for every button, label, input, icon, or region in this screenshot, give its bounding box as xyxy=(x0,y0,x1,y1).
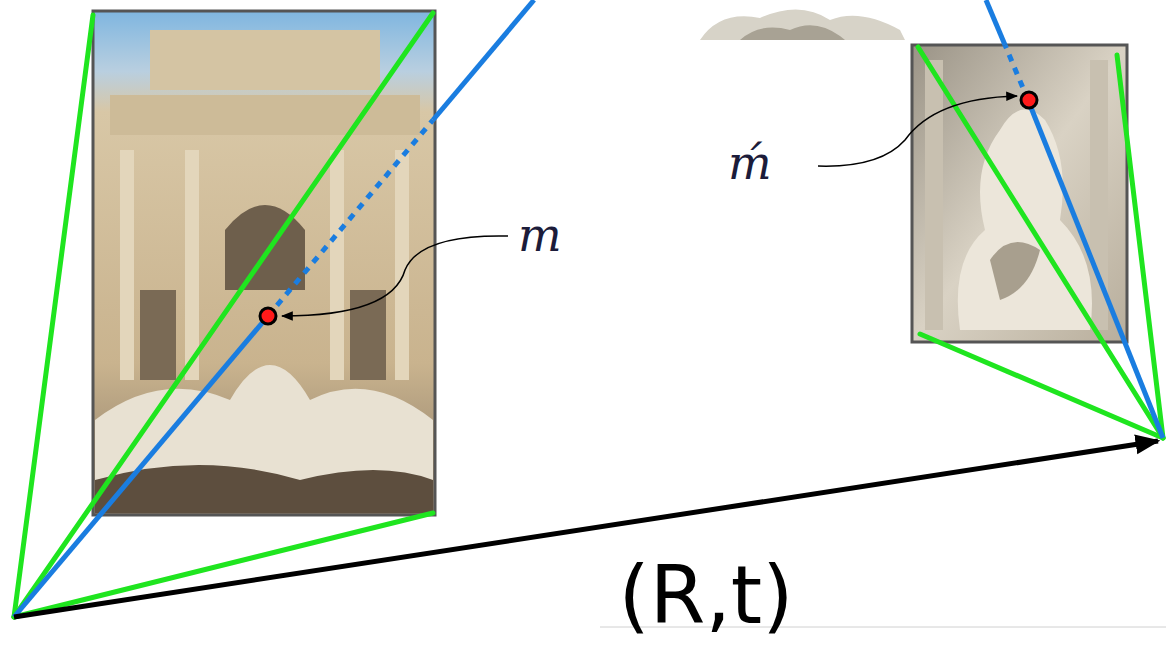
leader-line xyxy=(282,236,508,316)
right-ray xyxy=(986,0,1163,438)
left-ray xyxy=(14,0,534,617)
point-label: m xyxy=(518,212,562,258)
point-label: ḿ xyxy=(728,140,772,186)
image-point xyxy=(1021,92,1037,108)
left-frustum xyxy=(14,13,433,617)
baseline-arrow xyxy=(14,441,1158,617)
partial-photo xyxy=(628,0,952,40)
image-point xyxy=(260,308,276,324)
transform-label: (R,t) xyxy=(619,556,794,636)
leader-line xyxy=(818,96,1017,166)
